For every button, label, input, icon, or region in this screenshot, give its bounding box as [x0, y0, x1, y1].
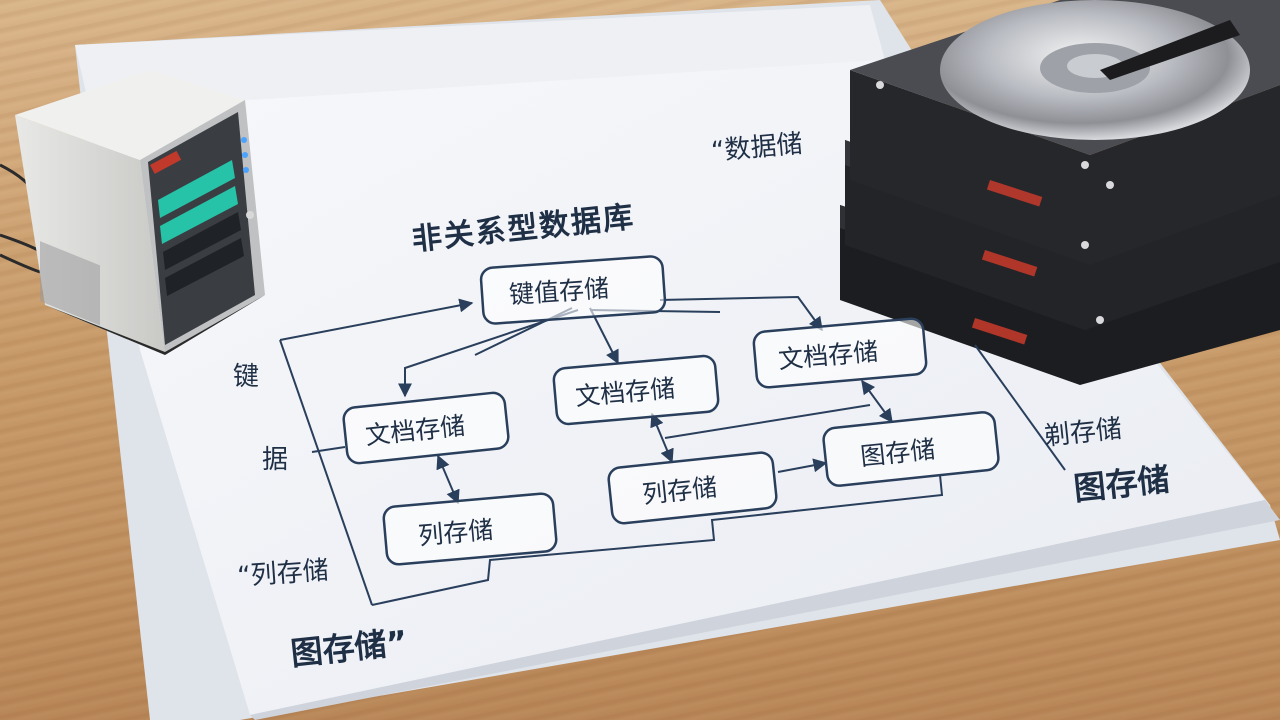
- side-label-column-store: “列存储: [236, 556, 329, 592]
- side-label-key: 键: [233, 362, 259, 392]
- node-key-value-store: 键值存储: [508, 274, 610, 310]
- mini-server-tower: [0, 70, 265, 355]
- node-column-store-left: 列存储: [417, 515, 494, 550]
- server-drive-bays: [158, 160, 244, 296]
- side-label-data: 据: [262, 445, 288, 475]
- nosql-diagram: 非关系型数据库 键值存储 文档: [233, 129, 1171, 673]
- hard-drive-stack: [840, 0, 1280, 385]
